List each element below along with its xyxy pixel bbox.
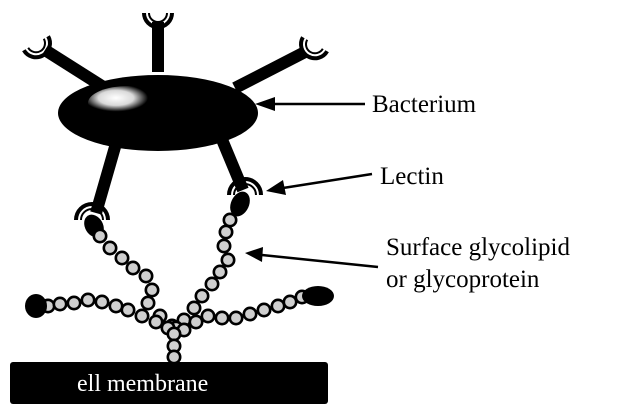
sugar-bead: [230, 312, 242, 324]
sugar-bead: [136, 310, 148, 322]
sugar-bead: [104, 242, 116, 254]
sugar-bead: [94, 230, 106, 242]
sugar-bead: [216, 312, 228, 324]
sugar-bead: [190, 316, 202, 328]
pointer-arrows: [245, 97, 378, 267]
label-lectin: Lectin: [380, 163, 444, 190]
sugar-bead: [188, 302, 200, 314]
arrow-icon: [255, 97, 365, 111]
arrow-icon: [245, 247, 378, 267]
sugar-bead: [168, 328, 180, 340]
lectin-binding-sites: [24, 13, 327, 63]
sugar-bead: [272, 300, 284, 312]
sugar-bead: [68, 297, 80, 309]
sugar-bead: [122, 304, 134, 316]
sugar-bead: [224, 214, 236, 226]
sugar-bead: [284, 296, 296, 308]
sugar-bead: [96, 296, 108, 308]
label-bacterium: Bacterium: [372, 91, 477, 118]
sugar-bead: [258, 304, 270, 316]
arrow-icon: [266, 174, 372, 195]
sugar-bead: [202, 310, 214, 322]
membrane-label: ell membrane: [77, 371, 208, 397]
sugar-bead: [116, 252, 128, 264]
sugar-bead: [142, 297, 154, 309]
cell-membrane: ell membrane: [10, 362, 328, 404]
sugar-bead: [168, 351, 180, 363]
sugar-bead: [244, 308, 256, 320]
label-glycolipid-line1: Surface glycolipid: [386, 234, 570, 261]
bacterium: [58, 75, 258, 151]
sugar-bead: [206, 278, 218, 290]
glycan-chains: [42, 214, 308, 363]
label-glycolipid-line2: or glycoprotein: [386, 266, 540, 293]
sugar-bead: [54, 298, 66, 310]
sugar-bead: [82, 294, 94, 306]
sugar-bead: [127, 262, 139, 274]
sugar-bead: [220, 226, 232, 238]
sugar-bead: [222, 254, 234, 266]
sugar-bead: [214, 266, 226, 278]
sugar-bead: [218, 240, 230, 252]
sugar-bead: [110, 300, 122, 312]
sugar-bead: [150, 316, 162, 328]
sugar-bead: [196, 290, 208, 302]
sugar-bead: [146, 284, 158, 296]
sugar-bead: [140, 270, 152, 282]
